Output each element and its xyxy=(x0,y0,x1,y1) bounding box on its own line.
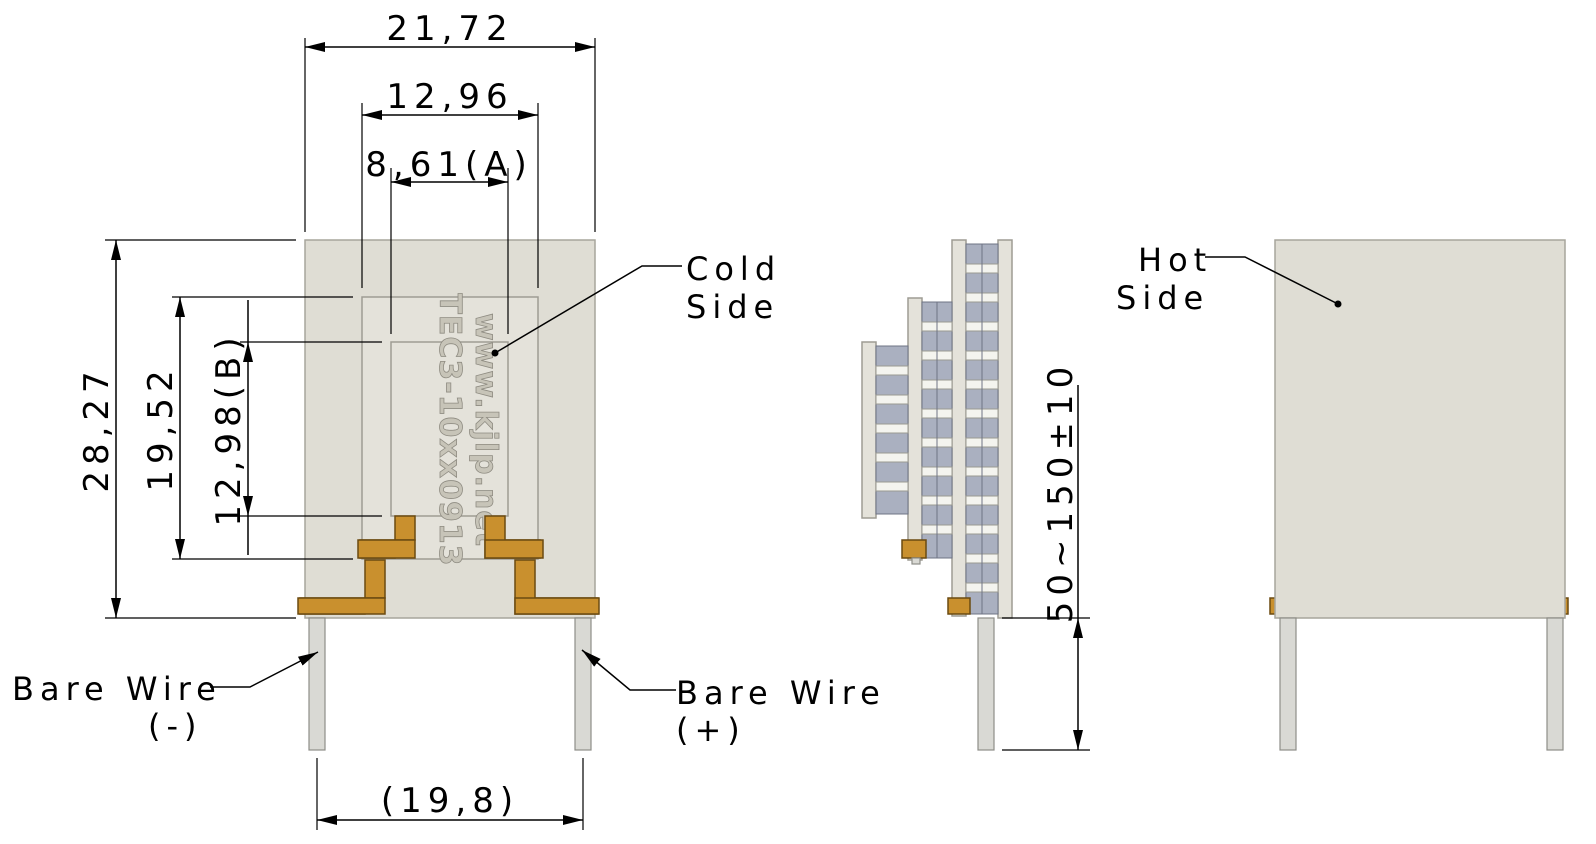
side-cold-plate xyxy=(861,341,877,519)
back-hot-plate xyxy=(1274,239,1566,619)
back-view: Hot Side xyxy=(1116,239,1569,751)
dim-overall-height: 28,27 xyxy=(77,365,117,492)
side-hot-plate xyxy=(997,239,1013,619)
tab-inner-left-pad xyxy=(357,539,416,559)
tab-outer-left-pad xyxy=(297,597,386,615)
wire-negative-label-line1: Bare Wire xyxy=(12,670,222,708)
dim-wire-pitch: (19,8) xyxy=(381,781,519,821)
dim-cold-plate-width: 12,96 xyxy=(386,77,513,117)
side-stage2-plate xyxy=(907,297,923,561)
wire-negative xyxy=(308,617,326,751)
dim-wire-length: 50~150±10 xyxy=(1041,361,1081,623)
part-marking: TEC3-10xx0913 www.kjlp.net xyxy=(432,293,504,567)
wire-positive xyxy=(574,617,592,751)
side-wire xyxy=(977,617,995,751)
back-wire-left xyxy=(1279,617,1297,751)
wire-negative-leader xyxy=(210,651,319,688)
cold-side-label-line2: Side xyxy=(686,288,779,326)
part-marking-line1: TEC3-10xx0913 xyxy=(432,293,467,566)
cold-face-plate xyxy=(390,341,509,517)
side-stage1-plate xyxy=(951,239,967,617)
back-wire-right xyxy=(1546,617,1564,751)
front-view: TEC3-10xx0913 www.kjlp.net xyxy=(12,9,886,830)
wire-positive-leader xyxy=(581,649,676,691)
side-tab-stage2 xyxy=(901,539,927,559)
hot-side-label-line1: Hot xyxy=(1138,241,1212,279)
dim-cold-face-height: 12,98(B) xyxy=(209,331,249,526)
wire-negative-label-line2: (-) xyxy=(148,707,203,745)
wire-positive-label-line1: Bare Wire xyxy=(676,674,886,712)
cold-side-label-line1: Cold xyxy=(686,250,781,288)
dim-overall-width: 21,72 xyxy=(386,9,513,49)
hot-side-leader xyxy=(1205,256,1339,305)
side-tab-stage1 xyxy=(947,597,971,615)
wire-positive-label-line2: (+) xyxy=(676,711,746,749)
side-stage2-pellets xyxy=(921,301,953,559)
side-stage3-pellets xyxy=(875,345,909,515)
side-view: 50~150±10 xyxy=(861,239,1090,751)
hot-side-label-line2: Side xyxy=(1116,279,1209,317)
dim-cold-face-width: 8,61(A) xyxy=(365,145,533,185)
dim-cold-plate-height: 19,52 xyxy=(141,364,181,491)
side-stage1-pellets xyxy=(965,243,999,615)
cold-side-leader xyxy=(494,265,682,354)
tab-inner-right-pad xyxy=(484,539,544,559)
tab-outer-right-pad xyxy=(514,597,600,615)
part-marking-line2: www.kjlp.net xyxy=(468,313,503,547)
